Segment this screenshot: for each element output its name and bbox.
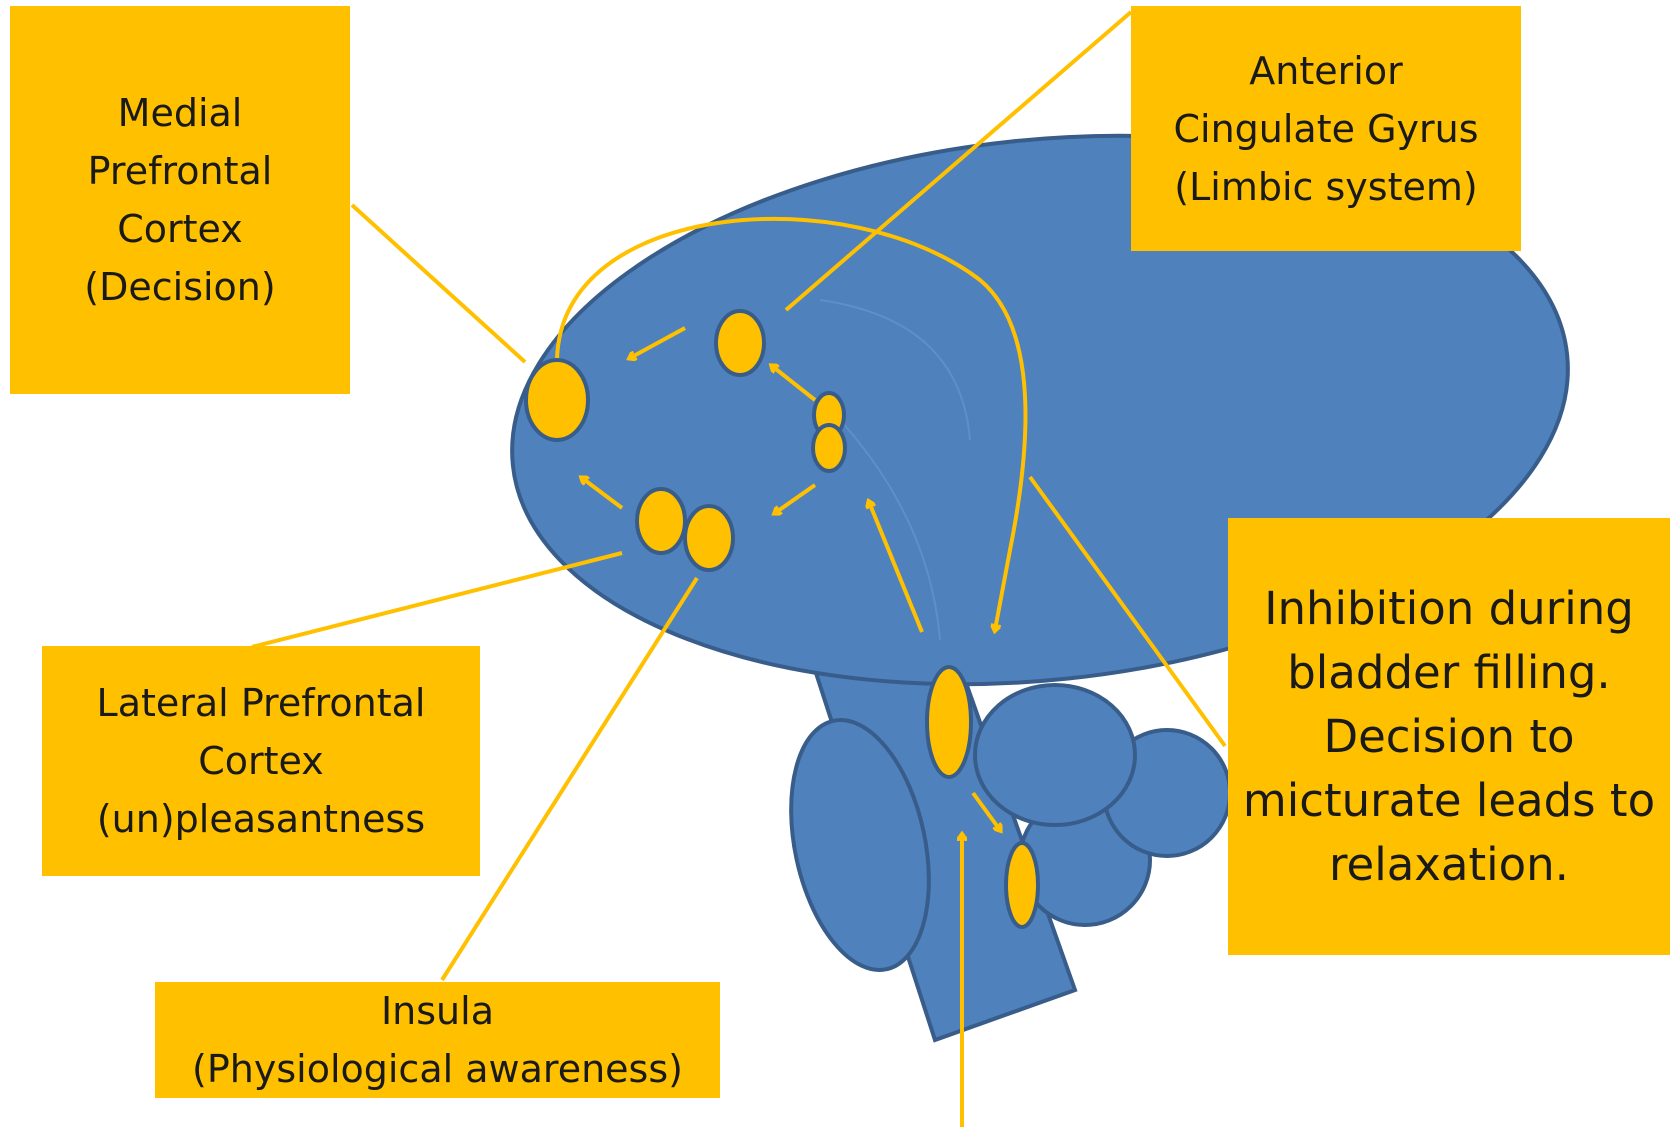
node-lateral-prefrontal: [637, 489, 685, 553]
connector-insula: [442, 578, 697, 980]
label-lateral-prefrontal-cortex: Lateral Prefrontal Cortex (un)pleasantne…: [42, 646, 480, 876]
node-medial-prefrontal: [526, 360, 588, 440]
connector-mpfc: [352, 205, 525, 362]
label-insula-text: Insula (Physiological awareness): [192, 982, 683, 1098]
label-inhibition-note-text: Inhibition during bladder filling. Decis…: [1243, 577, 1655, 897]
node-pag-lower: [813, 425, 845, 471]
node-pontine-center: [927, 667, 971, 777]
label-lateral-prefrontal-cortex-text: Lateral Prefrontal Cortex (un)pleasantne…: [97, 674, 426, 848]
label-anterior-cingulate-gyrus: Anterior Cingulate Gyrus (Limbic system): [1131, 6, 1521, 251]
node-insula: [685, 506, 733, 570]
label-anterior-cingulate-gyrus-text: Anterior Cingulate Gyrus (Limbic system): [1173, 42, 1478, 216]
label-insula: Insula (Physiological awareness): [155, 982, 720, 1098]
node-spinal: [1006, 843, 1038, 927]
label-medial-prefrontal-cortex-text: Medial Prefrontal Cortex (Decision): [84, 84, 275, 316]
connector-lpfc: [252, 553, 622, 647]
pons-lobe-upper: [975, 685, 1135, 825]
label-inhibition-note: Inhibition during bladder filling. Decis…: [1228, 518, 1670, 955]
node-anterior-cingulate: [716, 311, 764, 375]
label-medial-prefrontal-cortex: Medial Prefrontal Cortex (Decision): [10, 6, 350, 394]
